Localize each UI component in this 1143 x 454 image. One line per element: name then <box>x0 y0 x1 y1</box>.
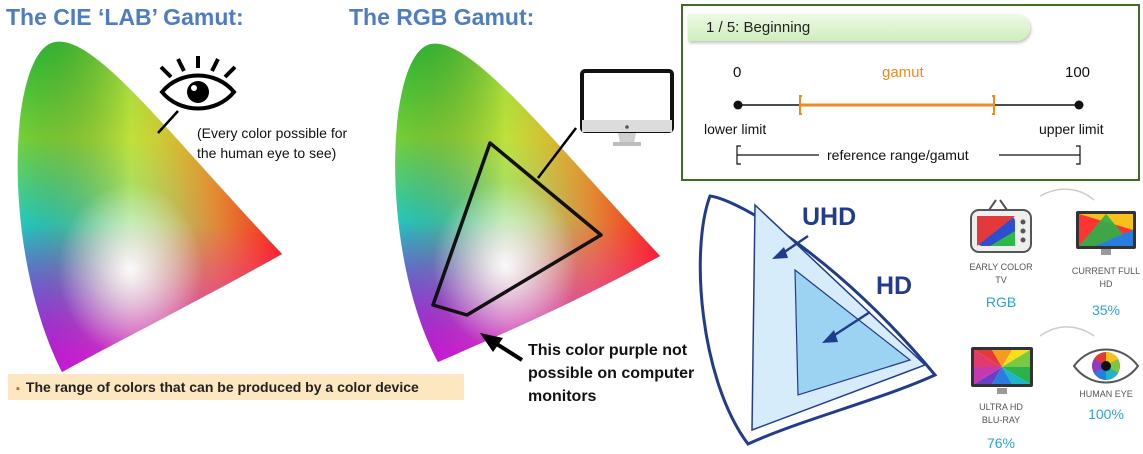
monitor-rainbow-icon <box>971 347 1033 394</box>
caption-line: BLU-RAY <box>981 415 1021 425</box>
caption-line: EARLY COLOR <box>969 262 1033 272</box>
human-eye-icon <box>1072 348 1140 384</box>
purple-note-line: monitors <box>528 388 597 405</box>
caption-line: ULTRA HD <box>979 402 1023 412</box>
cie-chromaticity-diagram <box>17 41 282 373</box>
scale-max-label: 100 <box>1065 64 1091 81</box>
comparison-caption: CURRENT FULL HD <box>1067 265 1143 291</box>
definition-text: The range of colors that can be produced… <box>25 379 419 395</box>
eye-note-line: the human eye to see) <box>197 145 337 161</box>
comparison-value: 35% <box>1091 302 1121 318</box>
monitor-icon <box>1076 211 1136 255</box>
hd-uhd-diagram <box>698 194 938 446</box>
comparison-caption: HUMAN EYE <box>1067 388 1143 401</box>
eye-icon <box>159 56 237 111</box>
eye-note-line: (Every color possible for <box>197 125 348 141</box>
uhd-label: UHD <box>802 203 857 231</box>
caption-line: HD <box>1099 279 1113 289</box>
comparison-value: 100% <box>1088 406 1124 422</box>
bullet-icon: ▪ <box>16 383 20 395</box>
purple-note-line: This color purple not <box>528 342 688 359</box>
definition-box: ▪ The range of colors that can be produce… <box>8 374 464 400</box>
reference-range-label: reference range/gamut <box>827 147 969 163</box>
step-tab[interactable]: 1 / 5: Beginning <box>688 14 1030 41</box>
upper-limit-label: upper limit <box>1039 121 1104 137</box>
purple-note-line: possible on computer <box>528 365 695 382</box>
scale-min-label: 0 <box>733 64 742 81</box>
caption-line: HUMAN EYE <box>1079 389 1133 399</box>
comparison-value: 76% <box>986 435 1016 451</box>
comparison-value: RGB <box>985 294 1017 310</box>
hd-label: HD <box>876 272 913 300</box>
reference-range-scale <box>733 95 1084 165</box>
monitor-icon <box>580 69 674 146</box>
cie-gamut-heading: The CIE ‘LAB’ Gamut: <box>6 4 244 30</box>
caption-line: CURRENT FULL <box>1071 266 1141 276</box>
rgb-gamut-triangle <box>431 141 603 317</box>
lower-limit-label: lower limit <box>704 121 767 137</box>
eye-note: (Every color possible for the human eye … <box>197 123 347 163</box>
comparison-caption: ULTRA HD BLU-RAY <box>962 401 1040 427</box>
purple-note: This color purple not possible on comput… <box>528 339 694 408</box>
gamut-label: gamut <box>882 64 924 81</box>
caption-line: TV <box>995 275 1007 285</box>
rgb-gamut-heading: The RGB Gamut: <box>349 4 535 30</box>
comparison-caption: EARLY COLOR TV <box>962 261 1040 287</box>
purple-arrow-icon <box>480 333 524 362</box>
tv-icon <box>970 199 1032 253</box>
